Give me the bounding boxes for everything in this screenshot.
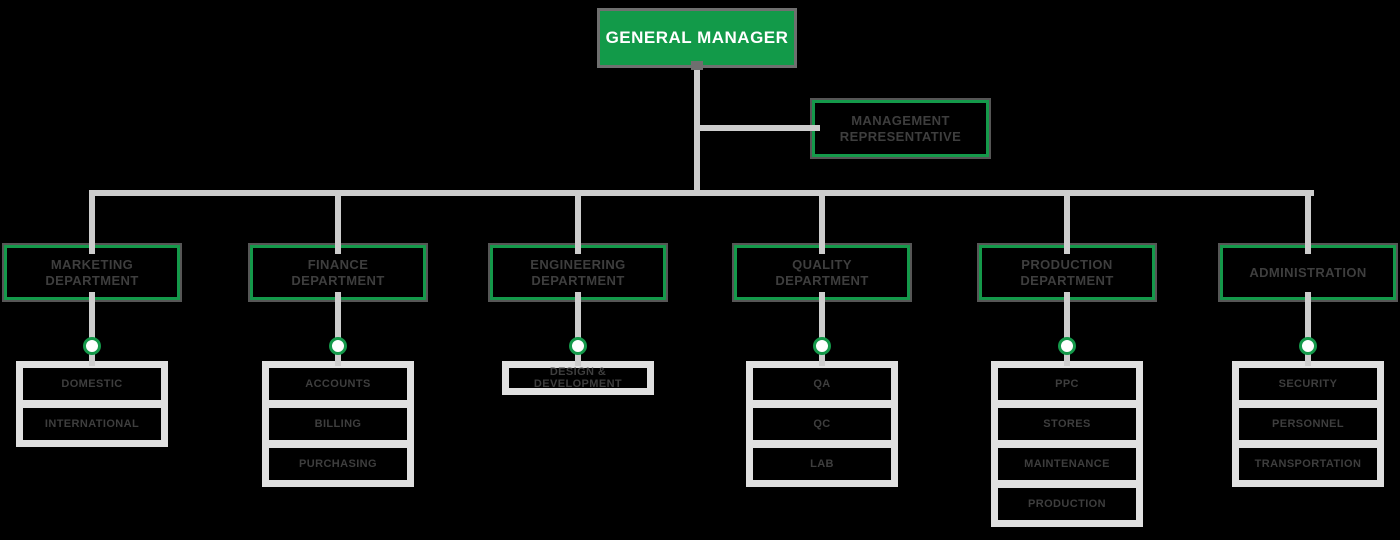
- connector-circle: [1058, 337, 1076, 355]
- unit-row: QA: [753, 368, 891, 400]
- connector-stub-bottom: [575, 292, 581, 366]
- department-title: DEPARTMENT: [291, 272, 385, 288]
- connector-circle: [569, 337, 587, 355]
- connector-main-horizontal: [89, 190, 1314, 196]
- department-title: DEPARTMENT: [1020, 272, 1114, 288]
- unit-row: MAINTENANCE: [998, 448, 1136, 480]
- units-list-finance: ACCOUNTS BILLING PURCHASING: [262, 361, 414, 487]
- department-title: PRODUCTION: [1021, 256, 1113, 272]
- department-title: MARKETING: [50, 256, 134, 272]
- unit-row: PRODUCTION: [998, 488, 1136, 520]
- unit-row: SECURITY: [1239, 368, 1377, 400]
- unit-row: ACCOUNTS: [269, 368, 407, 400]
- units-list-quality: QA QC LAB: [746, 361, 898, 487]
- connector-stub-bottom: [1305, 292, 1311, 366]
- connector-stub-bottom: [819, 292, 825, 366]
- units-list-administration: SECURITY PERSONNEL TRANSPORTATION: [1232, 361, 1384, 487]
- unit-row: STORES: [998, 408, 1136, 440]
- department-title: DEPARTMENT: [531, 272, 625, 288]
- connector-stub-bottom: [89, 292, 95, 366]
- unit-row: PURCHASING: [269, 448, 407, 480]
- unit-row: LAB: [753, 448, 891, 480]
- general-manager-label: GENERAL MANAGER: [605, 28, 789, 47]
- connector-root-tick: [691, 61, 703, 70]
- connector-stub-top: [1064, 190, 1070, 254]
- units-list-engineering: DESIGN & DEVELOPMENT: [502, 361, 654, 395]
- connector-stub-bottom: [335, 292, 341, 366]
- management-representative-label-line1: MANAGEMENT: [851, 112, 950, 128]
- unit-row: INTERNATIONAL: [23, 408, 161, 440]
- connector-stub-top: [89, 190, 95, 254]
- unit-row: DESIGN & DEVELOPMENT: [509, 366, 647, 390]
- connector-stub-top: [335, 190, 341, 254]
- management-representative-box: MANAGEMENT REPRESENTATIVE: [812, 100, 989, 157]
- connector-circle: [83, 337, 101, 355]
- connector-stub-bottom: [1064, 292, 1070, 366]
- department-box-production: PRODUCTION DEPARTMENT: [979, 245, 1155, 300]
- connector-stub-top: [575, 190, 581, 254]
- department-box-quality: QUALITY DEPARTMENT: [734, 245, 910, 300]
- units-list-marketing: DOMESTIC INTERNATIONAL: [16, 361, 168, 447]
- department-title: DEPARTMENT: [775, 272, 869, 288]
- unit-row: DOMESTIC: [23, 368, 161, 400]
- unit-row: PERSONNEL: [1239, 408, 1377, 440]
- department-title: ADMINISTRATION: [1249, 264, 1367, 280]
- units-list-production: PPC STORES MAINTENANCE PRODUCTION: [991, 361, 1143, 527]
- connector-circle: [1299, 337, 1317, 355]
- connector-stub-top: [819, 190, 825, 254]
- connector-circle: [813, 337, 831, 355]
- unit-row: TRANSPORTATION: [1239, 448, 1377, 480]
- general-manager-box: GENERAL MANAGER: [597, 8, 797, 68]
- unit-row: QC: [753, 408, 891, 440]
- connector-staff-branch: [697, 125, 820, 131]
- unit-row: PPC: [998, 368, 1136, 400]
- department-title: ENGINEERING: [530, 256, 626, 272]
- connector-stub-top: [1305, 190, 1311, 254]
- department-title: QUALITY: [792, 256, 852, 272]
- unit-row: BILLING: [269, 408, 407, 440]
- management-representative-label-line2: REPRESENTATIVE: [839, 128, 962, 144]
- connector-circle: [329, 337, 347, 355]
- department-title: DEPARTMENT: [45, 272, 139, 288]
- department-title: FINANCE: [307, 256, 369, 272]
